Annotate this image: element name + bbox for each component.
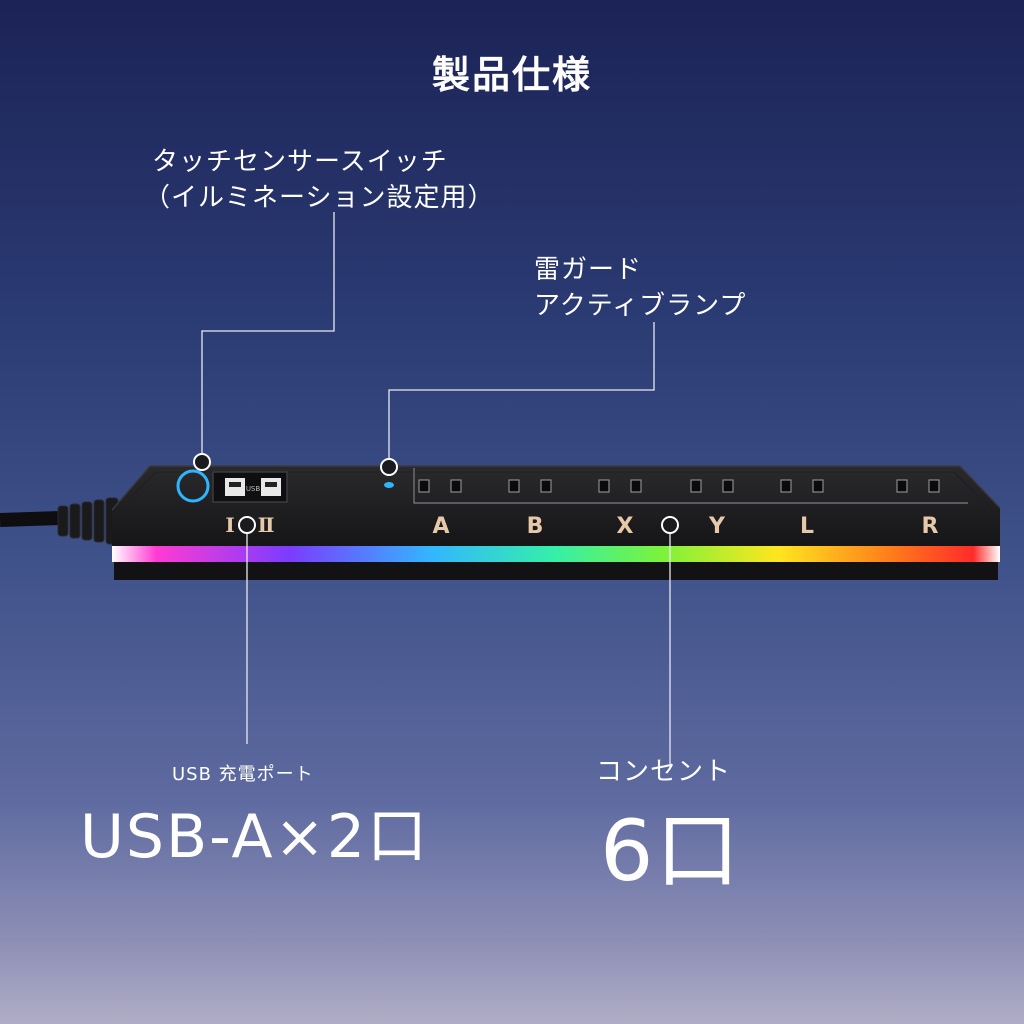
outlets	[418, 479, 940, 493]
outlet-b[interactable]	[508, 479, 552, 493]
outlet-label-y: Y	[708, 514, 726, 539]
outlet-r[interactable]	[896, 479, 940, 493]
outlet-slot	[418, 479, 430, 493]
outlet-slot	[630, 479, 642, 493]
leader-lamp	[388, 322, 655, 460]
leader-touch-switch	[201, 212, 335, 455]
outlet-slot	[812, 479, 824, 493]
touch-sensor-switch[interactable]	[176, 469, 210, 503]
usb-ports: USB	[212, 471, 288, 503]
outlet-label-b: B	[527, 514, 544, 539]
usb-port-label-2: Ⅱ	[258, 513, 275, 537]
outlet-slot	[928, 479, 940, 493]
outlet-label-a: A	[432, 514, 449, 539]
outlet-label-r: R	[922, 514, 939, 539]
page-title: 製品仕様	[431, 53, 592, 97]
touch-switch-callout: タッチセンサースイッチ （イルミネーション設定用）	[144, 144, 494, 216]
outlet-slot	[896, 479, 908, 493]
outlet-label-x: X	[617, 514, 634, 539]
outlet-a[interactable]	[418, 479, 462, 493]
outlet-slot	[598, 479, 610, 493]
outlet-callout-big: 6口	[600, 802, 742, 900]
lamp-label-line2: アクティブランプ	[534, 291, 747, 321]
lightning-guard-lamp	[384, 482, 394, 488]
dot-outlet	[661, 516, 679, 534]
usb-mini-label: USB	[246, 485, 261, 493]
outlet-callout-small: コンセント	[596, 757, 732, 787]
outlet-slot	[450, 479, 462, 493]
usb-callout-big: USB-A×2口	[80, 802, 429, 872]
dot-usb	[238, 516, 256, 534]
touch-switch-label-line1: タッチセンサースイッチ	[152, 147, 448, 177]
lamp-callout: 雷ガード アクティブランプ	[534, 252, 746, 324]
outlet-slot	[508, 479, 520, 493]
outlet-y[interactable]	[690, 479, 734, 493]
usb-callout-small: USB 充電ポート	[172, 764, 314, 785]
power-cable	[0, 497, 119, 545]
callout-dots	[193, 453, 679, 534]
outlet-slot	[540, 479, 552, 493]
usb-port-label-1: Ⅰ	[225, 513, 234, 537]
touch-switch-label-line2: （イルミネーション設定用）	[144, 183, 495, 213]
lamp-label-line1: 雷ガード	[534, 255, 643, 285]
outlet-l[interactable]	[780, 479, 824, 493]
dot-touch-switch	[193, 453, 211, 471]
outlet-slot	[722, 479, 734, 493]
outlet-label-l: L	[800, 514, 814, 539]
outlet-slot	[780, 479, 792, 493]
dot-lamp	[380, 458, 398, 476]
leader-lines	[201, 212, 671, 764]
outlet-x[interactable]	[598, 479, 642, 493]
outlet-slot	[690, 479, 702, 493]
strip-body	[111, 465, 1001, 580]
rgb-light-bar	[112, 546, 1000, 562]
outlet-bracket	[413, 468, 968, 504]
